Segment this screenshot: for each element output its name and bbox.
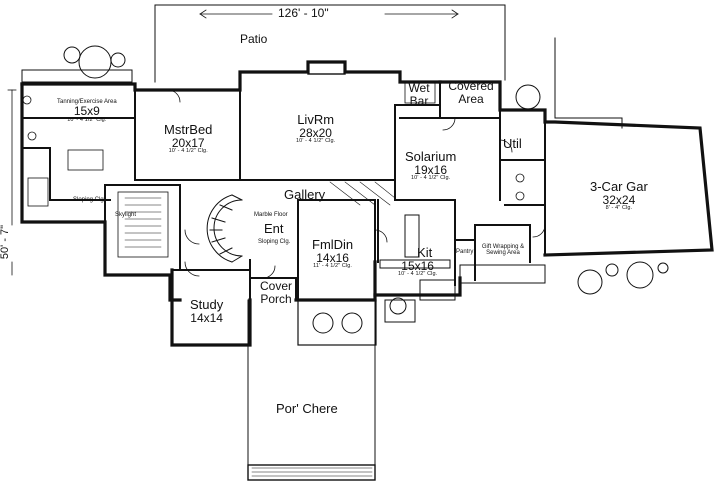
entry-ceiling-note: Sloping Clg. — [258, 239, 291, 245]
kitchen-ceiling: 10' - 4 1/2" Clg. — [398, 271, 438, 278]
bath-fixtures — [22, 82, 525, 207]
pantry-label: Pantry — [456, 249, 474, 255]
solarium-name: Solarium — [405, 149, 457, 164]
interior-walls — [21, 81, 546, 301]
study-name: Study — [190, 297, 224, 312]
gift-wrapping-label: Gift Wrapping & Sewing Area — [481, 244, 525, 257]
living-room-size: 28x20 — [299, 125, 332, 140]
formal-dining-label: FmlDin 14x16 11' - 4 1/2" Clg. — [312, 238, 353, 270]
living-room-label: LivRm 28x20 10' - 4 1/2" Clg. — [296, 113, 335, 145]
solarium-ceiling: 10' - 4 1/2" Clg. — [411, 175, 451, 182]
solarium-size: 19x16 — [414, 162, 447, 177]
gallery-label: Gallery — [284, 187, 326, 202]
overall-width-label: 126' - 10" — [278, 6, 329, 20]
dimension-lines — [7, 9, 459, 276]
skylight-note: Skylight — [115, 212, 137, 218]
garage-ceiling: 8' - 4" Clg. — [605, 205, 633, 212]
tanning-room-size: 15x9 — [73, 104, 100, 119]
wet-bar-label: Wet Bar — [408, 81, 430, 108]
formal-dining-size: 14x16 — [316, 250, 349, 265]
tanning-room-label: Tanning/Exercise Area 15x9 10' - 4 1/2" … — [57, 99, 117, 124]
sloping-ceiling-note: Sloping Clg — [73, 197, 104, 203]
garage-label: 3-Car Gar 32x24 8' - 4" Clg. — [590, 180, 648, 212]
study-size: 14x14 — [190, 310, 223, 325]
living-room-name: LivRm — [297, 112, 335, 127]
formal-dining-name: FmlDin — [312, 237, 354, 252]
covered-area-label: Covered Area — [448, 79, 494, 106]
solarium-label: Solarium 19x16 10' - 4 1/2" Clg. — [405, 150, 456, 182]
tanning-room-ceiling: 10' - 4 1/2" Clg. — [67, 116, 107, 123]
tanning-room-name: Tanning/Exercise Area — [57, 99, 117, 105]
kitchen-name: Kit — [417, 245, 433, 260]
garage-size: 32x24 — [602, 192, 636, 207]
entry-label: Ent — [264, 221, 284, 236]
living-room-ceiling: 10' - 4 1/2" Clg. — [296, 138, 336, 145]
garage-name: 3-Car Gar — [590, 179, 648, 194]
gallery-floor — [329, 181, 396, 206]
formal-dining-ceiling: 11' - 4 1/2" Clg. — [313, 263, 352, 270]
trees — [63, 45, 669, 334]
patio-label: Patio — [240, 32, 268, 46]
overall-depth-label: 50' - 7" — [0, 224, 12, 260]
marble-floor-note: Marble Floor — [254, 212, 288, 218]
study-label: Study 14x14 — [190, 298, 223, 324]
kitchen-size: 15x16 — [401, 258, 434, 273]
planters — [21, 69, 546, 323]
cover-porch-label: Cover Porch — [259, 279, 292, 306]
master-bed-size: 20x17 — [171, 135, 205, 150]
porte-cochere-label: Por' Chere — [276, 401, 338, 416]
doors — [167, 89, 546, 279]
kitchen-label: Kit 15x16 10' - 4 1/2" Clg. — [398, 246, 437, 278]
patio-outline — [154, 4, 623, 129]
master-bed-name: MstrBed — [164, 122, 213, 137]
kitchen-island — [379, 214, 451, 269]
master-bed-ceiling: 10' - 4 1/2" Clg. — [168, 148, 208, 155]
utility-label: Util — [503, 136, 522, 151]
spiral-stair — [117, 191, 243, 263]
fireplace — [307, 61, 346, 75]
master-bed-label: MstrBed 20x17 10' - 4 1/2" Clg. — [164, 123, 212, 155]
porte-cochere — [247, 299, 377, 481]
